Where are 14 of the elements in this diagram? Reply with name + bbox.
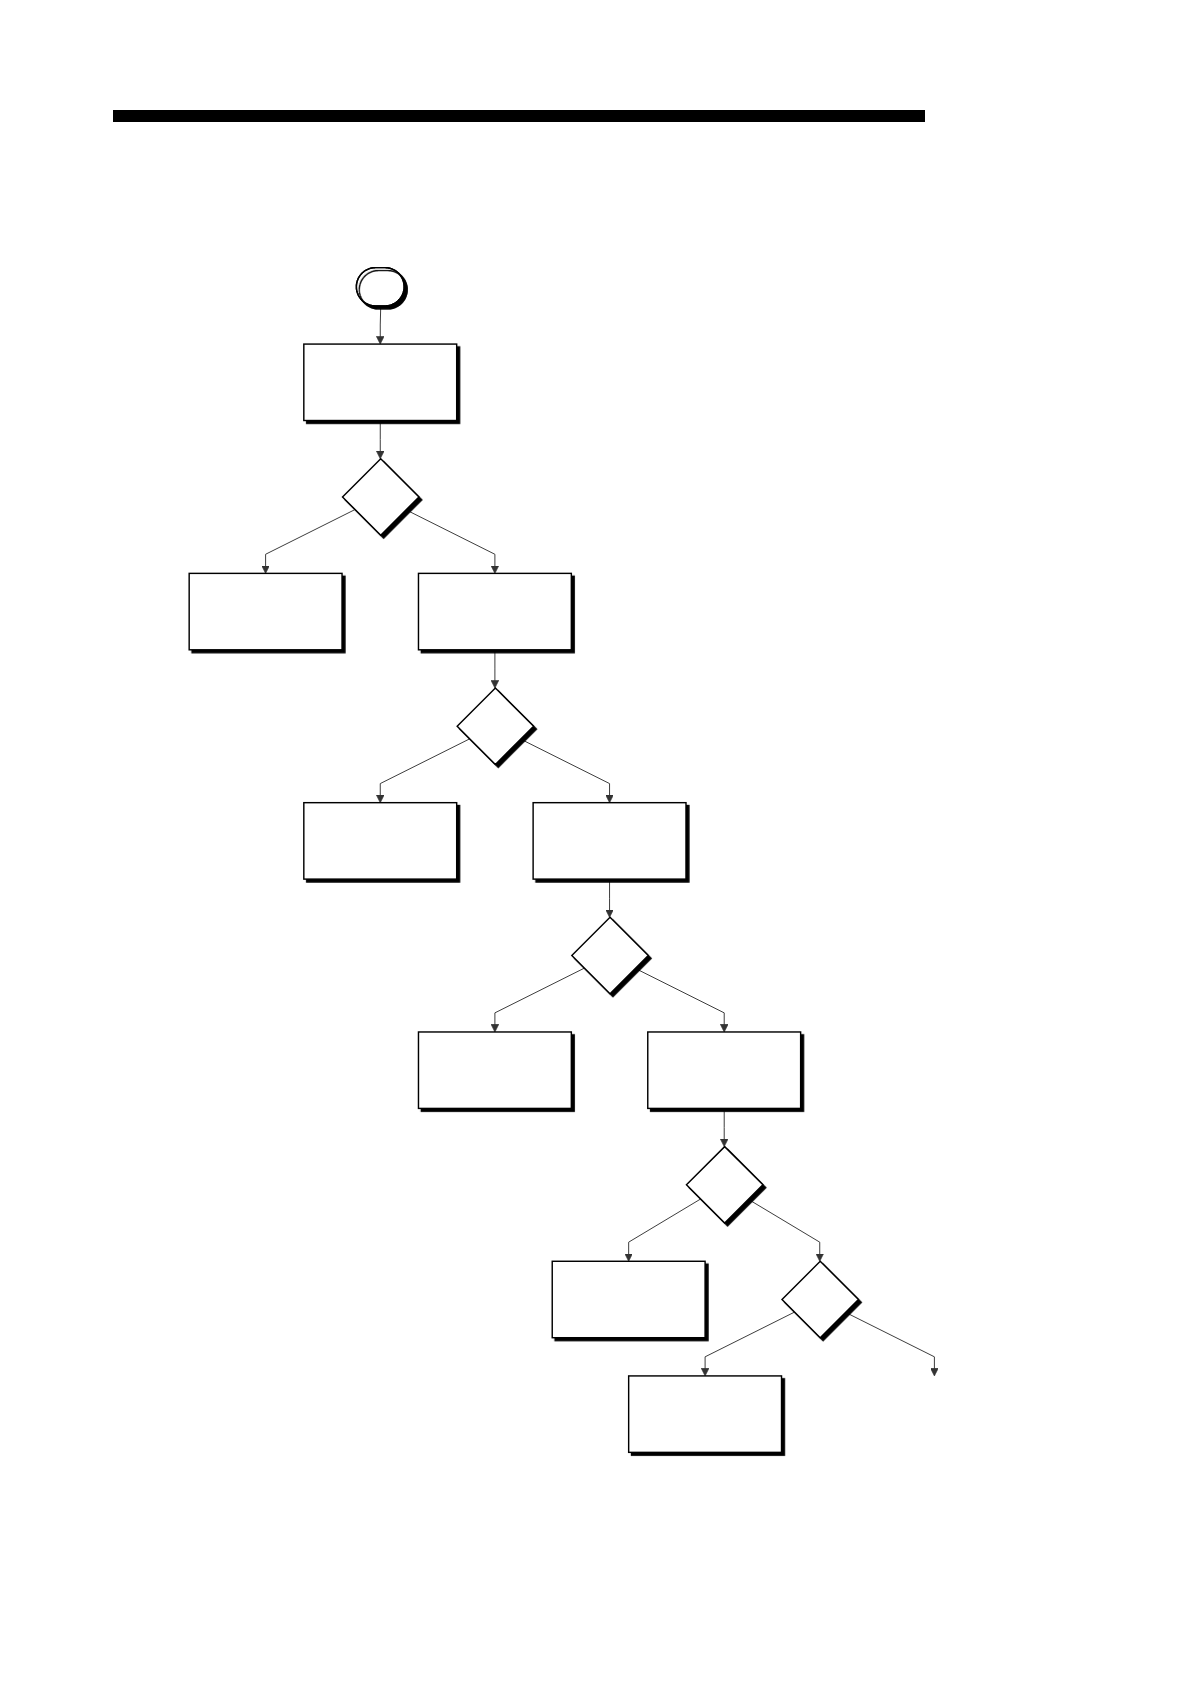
node-box [627,1375,783,1454]
node-box [303,801,458,880]
node-diamond [781,1260,860,1339]
node-diamond [456,687,535,766]
node-box [417,1031,573,1110]
node-diamond [341,457,420,537]
node-box [532,801,687,880]
node-diamond [570,916,650,995]
node-box [551,1260,706,1339]
node-box [303,343,458,422]
node-box [647,1031,802,1110]
node-diamond [685,1145,764,1225]
node-box [417,572,573,651]
node-box [188,572,343,651]
